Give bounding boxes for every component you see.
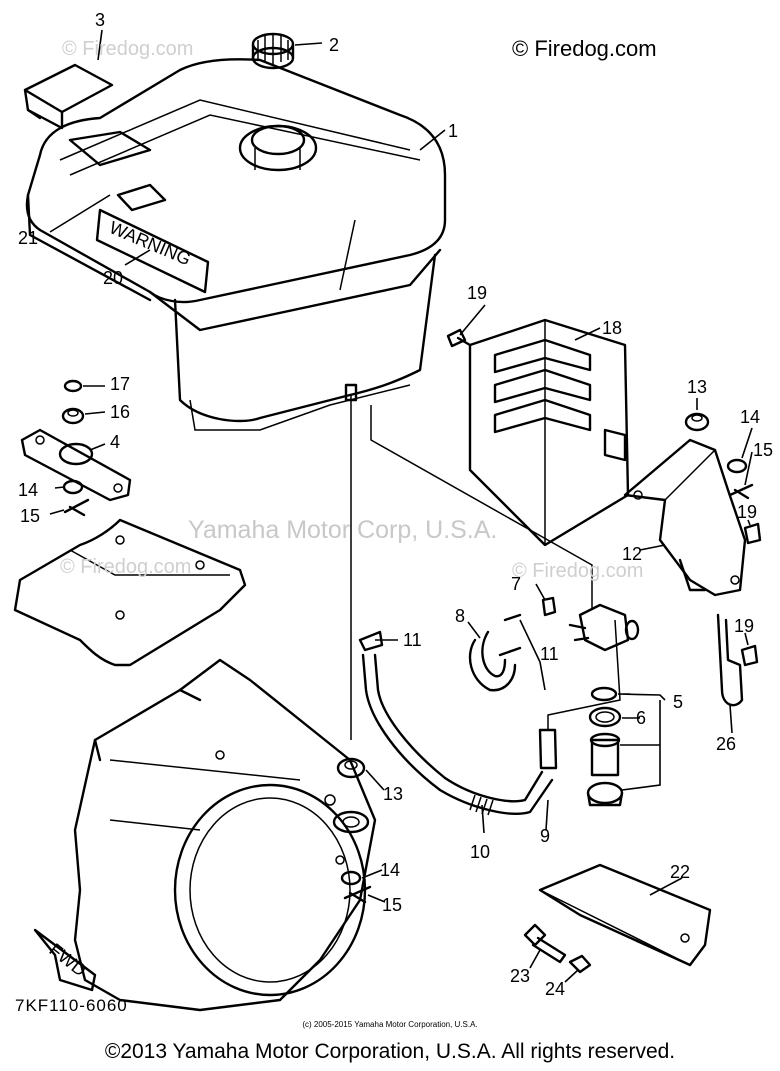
cock-leader bbox=[547, 619, 621, 730]
damper-16 bbox=[61, 407, 85, 425]
callout-24: 23 bbox=[510, 966, 530, 986]
callout-11-cock: 11 bbox=[540, 644, 559, 664]
strainer-filter bbox=[589, 732, 621, 777]
bolt-19-upper bbox=[743, 522, 762, 545]
strainer-cup bbox=[586, 781, 624, 807]
right-bracket bbox=[623, 438, 747, 597]
clip-11-cock bbox=[498, 613, 522, 657]
callout-15-right: 15 bbox=[753, 440, 773, 460]
callout-13-lower: 13 bbox=[383, 784, 403, 804]
clip-15-left bbox=[63, 498, 90, 517]
nut-25 bbox=[568, 954, 592, 974]
callout-2: 2 bbox=[329, 35, 339, 55]
callout-3: 3 bbox=[95, 10, 105, 30]
hose-joint bbox=[538, 728, 558, 770]
callout-26: 26 bbox=[716, 734, 736, 754]
callout-17: 17 bbox=[110, 374, 130, 394]
footer-copyright: ©2013 Yamaha Motor Corporation, U.S.A. A… bbox=[104, 1040, 676, 1063]
callout-9: 9 bbox=[540, 826, 550, 846]
callout-1: 1 bbox=[448, 121, 458, 141]
callout-10: 10 bbox=[470, 842, 490, 862]
callout-21: 20 bbox=[103, 268, 123, 288]
strainer-gasket bbox=[590, 686, 618, 702]
bracket-clip bbox=[716, 613, 744, 707]
clip-11-hose bbox=[358, 630, 384, 652]
callout-5: 5 bbox=[673, 692, 683, 712]
callout-18: 18 bbox=[602, 318, 622, 338]
callout-19-upper: 19 bbox=[737, 502, 757, 522]
callout-8: 8 bbox=[455, 606, 465, 626]
collar-14-lower bbox=[340, 870, 362, 886]
baffle-plate bbox=[468, 318, 630, 547]
cover-plate bbox=[23, 63, 114, 130]
tank-outlet-line bbox=[344, 383, 358, 740]
callout-14-right: 14 bbox=[740, 407, 760, 427]
callout-6: 6 bbox=[636, 708, 646, 728]
callout-11-hose: 11 bbox=[403, 630, 422, 650]
diagram-code: 7KF110-6060 bbox=[15, 996, 128, 1015]
fuel-tank bbox=[25, 58, 447, 431]
collar-14-right bbox=[726, 458, 748, 474]
callout-25: 24 bbox=[545, 979, 565, 999]
caution-label bbox=[116, 183, 167, 212]
bolt-19-lower bbox=[740, 644, 759, 667]
heat-shield-cover bbox=[13, 518, 247, 667]
watermark-center: Yamaha Motor Corp, U.S.A. bbox=[188, 516, 498, 544]
callout-7: 7 bbox=[511, 574, 521, 594]
watermark-faint-mid-left: © Firedog.com bbox=[60, 556, 192, 578]
callout-15-left: 15 bbox=[20, 506, 40, 526]
short-hose bbox=[468, 630, 517, 692]
callout-numbers: 2 3 1 21 20 19 18 17 16 4 14 15 13 14 15… bbox=[18, 10, 773, 999]
callout-12: 12 bbox=[622, 544, 642, 564]
watermark-faint-mid-right: © Firedog.com bbox=[512, 560, 644, 582]
callout-20: 19 bbox=[467, 283, 487, 303]
mounting-bracket bbox=[20, 428, 132, 502]
callout-14-left: 14 bbox=[18, 480, 38, 500]
fuel-cap bbox=[251, 32, 295, 70]
callout-4: 4 bbox=[110, 432, 120, 452]
warning-label-text: WARNING bbox=[106, 217, 193, 269]
clip-15-lower bbox=[343, 885, 372, 904]
bolt-24 bbox=[523, 923, 567, 964]
fuel-cock bbox=[541, 596, 640, 652]
strainer-oring bbox=[588, 706, 622, 728]
callout-19-lower: 19 bbox=[734, 616, 754, 636]
bolt-20 bbox=[446, 328, 472, 348]
clip-15-right bbox=[728, 483, 754, 500]
callout-14-lower: 14 bbox=[380, 860, 400, 880]
watermark-faint-top-left: © Firedog.com bbox=[62, 38, 194, 60]
washer-lower bbox=[332, 810, 370, 834]
fuel-hose bbox=[361, 653, 554, 816]
tank-to-cock-line bbox=[370, 405, 593, 610]
callout-16: 16 bbox=[110, 402, 130, 422]
small-copyright: (c) 2005-2015 Yamaha Motor Corporation, … bbox=[302, 1020, 478, 1029]
guard-plate bbox=[538, 863, 712, 967]
callout-13-right: 13 bbox=[687, 377, 707, 397]
damper-17 bbox=[63, 379, 83, 393]
leader-lines bbox=[49, 29, 753, 983]
callout-15-lower: 15 bbox=[382, 895, 402, 915]
callout-22: 21 bbox=[18, 228, 38, 248]
fan-shroud bbox=[73, 658, 377, 1012]
callout-23: 22 bbox=[670, 862, 690, 882]
grommet-13-lower bbox=[336, 757, 366, 779]
collar-14-left bbox=[62, 479, 84, 495]
grommet-13-right bbox=[684, 412, 710, 432]
watermark-top-right: © Firedog.com bbox=[512, 36, 657, 61]
